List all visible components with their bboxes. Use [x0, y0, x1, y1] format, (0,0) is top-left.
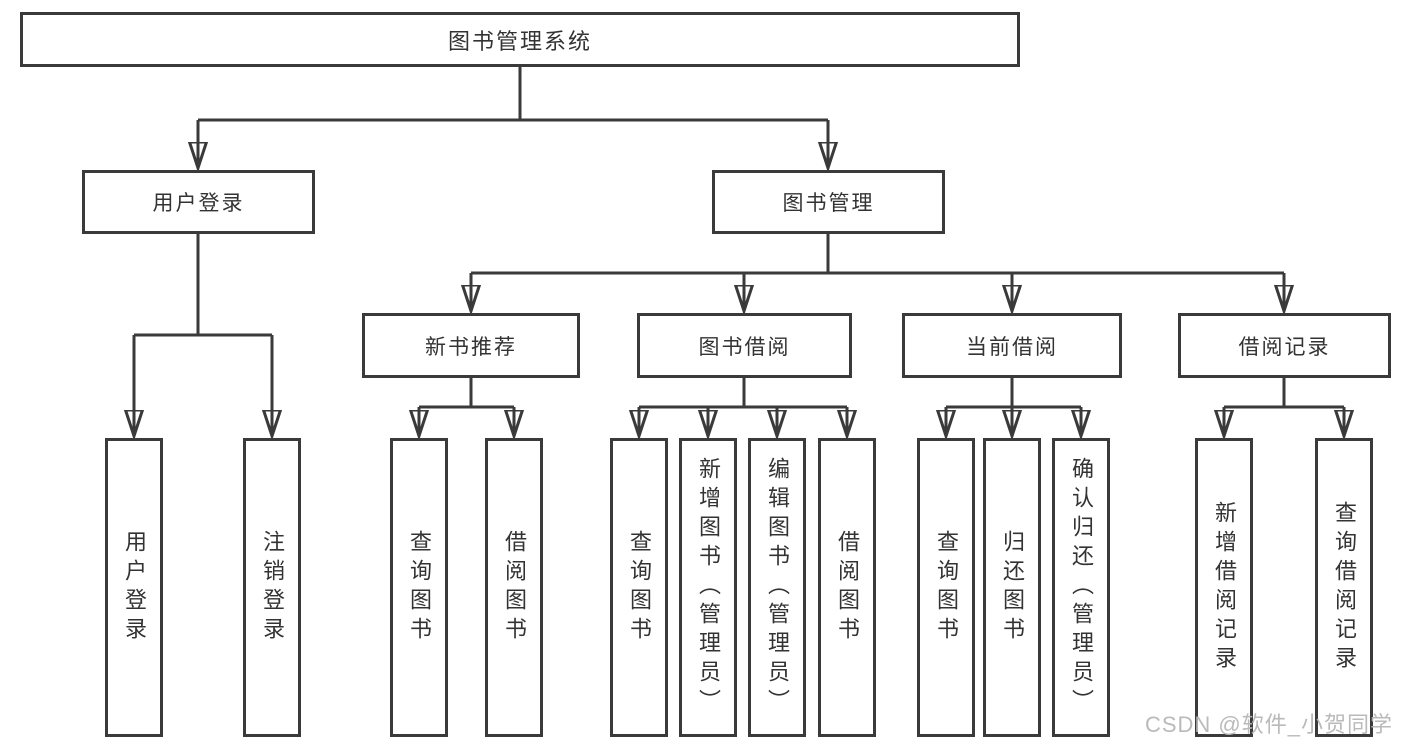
- node-user-login: 用户登录: [82, 170, 315, 234]
- node-current-borrow: 当前借阅: [902, 313, 1122, 378]
- leaf-recommend-search-books: 查询图书: [390, 438, 448, 737]
- leaf-records-add-record: 新增借阅记录: [1195, 438, 1253, 737]
- leaf-records-search-record: 查询借阅记录: [1315, 438, 1373, 737]
- leaf-borrow-search-books: 查询图书: [610, 438, 668, 737]
- node-book-borrow: 图书借阅: [637, 313, 852, 378]
- node-library-management-system: 图书管理系统: [20, 12, 1020, 67]
- leaf-current-search-books: 查询图书: [917, 438, 975, 737]
- leaf-current-confirm-return-admin: 确认归还（管理员）: [1052, 438, 1110, 737]
- csdn-watermark: CSDN @软件_小贺同学: [1144, 712, 1393, 737]
- node-book-management: 图书管理: [712, 170, 945, 234]
- leaf-current-return-books: 归还图书: [983, 438, 1041, 737]
- leaf-borrow-add-books-admin: 新增图书（管理员）: [679, 438, 737, 737]
- leaf-borrow-edit-books-admin: 编辑图书（管理员）: [748, 438, 806, 737]
- node-borrow-records: 借阅记录: [1178, 313, 1391, 378]
- leaf-logout: 注销登录: [243, 438, 301, 737]
- leaf-recommend-borrow-books: 借阅图书: [485, 438, 543, 737]
- leaf-borrow-borrow-books: 借阅图书: [818, 438, 876, 737]
- node-new-book-recommend: 新书推荐: [362, 313, 580, 378]
- leaf-user-login: 用户登录: [105, 438, 163, 737]
